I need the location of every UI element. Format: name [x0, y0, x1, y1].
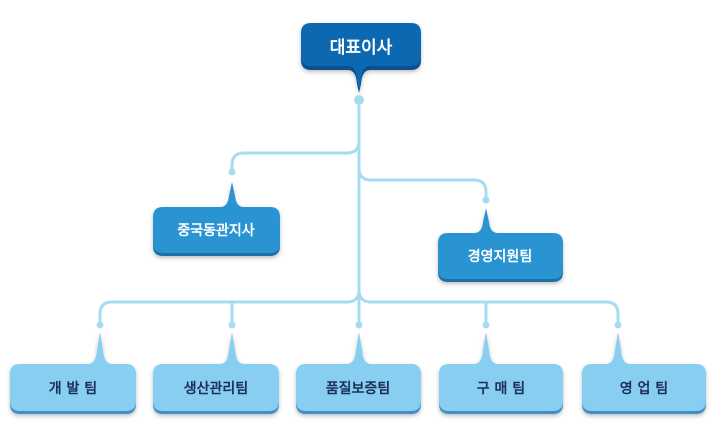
team-box [582, 332, 706, 411]
team-label: 개 발 팀 [49, 380, 97, 397]
connector-to-support [357, 166, 488, 202]
team-node[interactable]: 구 매 팀 [439, 332, 563, 414]
team-1-junction-dot [96, 321, 104, 329]
team-box [296, 332, 421, 411]
ceo-junction-dot [354, 95, 364, 105]
team-2-junction-dot [228, 321, 236, 329]
ceo-box [301, 23, 421, 89]
connector-team-bar [98, 288, 361, 327]
team-node[interactable]: 영 업 팀 [582, 332, 706, 414]
support-box [438, 208, 563, 279]
branch-junction-dot [228, 168, 236, 176]
connector-team-bar-right [357, 288, 620, 327]
ceo-node[interactable]: 대표이사 [301, 23, 421, 93]
team-5-junction-dot [614, 321, 622, 329]
connector-to-branch [230, 139, 361, 174]
team-box [10, 332, 136, 411]
branch-node[interactable]: 중국동관지사 [153, 182, 280, 256]
support-label: 경영지원팀 [468, 248, 532, 265]
support-junction-dot [482, 196, 490, 204]
team-box [439, 332, 563, 411]
connector-lines [98, 98, 620, 327]
team-label: 구 매 팀 [477, 381, 525, 397]
branch-label: 중국동관지사 [177, 222, 254, 239]
team-label: 생산관리팀 [184, 380, 248, 397]
team-3-junction-dot [355, 321, 363, 329]
team-label: 품질보증팀 [326, 381, 390, 397]
ceo-label: 대표이사 [330, 38, 393, 58]
junction-dots [96, 95, 622, 329]
team-4-junction-dot [482, 321, 490, 329]
support-node[interactable]: 경영지원팀 [438, 208, 563, 282]
team-label: 영 업 팀 [620, 380, 668, 397]
team-node[interactable]: 개 발 팀 [10, 332, 136, 414]
team-node[interactable]: 품질보증팀 [296, 332, 421, 414]
branch-box [153, 182, 280, 253]
team-node[interactable]: 생산관리팀 [153, 332, 279, 414]
team-box [153, 332, 279, 411]
team-nodes: 개 발 팀 생산관리팀 품질보증팀 구 매 팀 영 업 팀 [10, 332, 706, 414]
